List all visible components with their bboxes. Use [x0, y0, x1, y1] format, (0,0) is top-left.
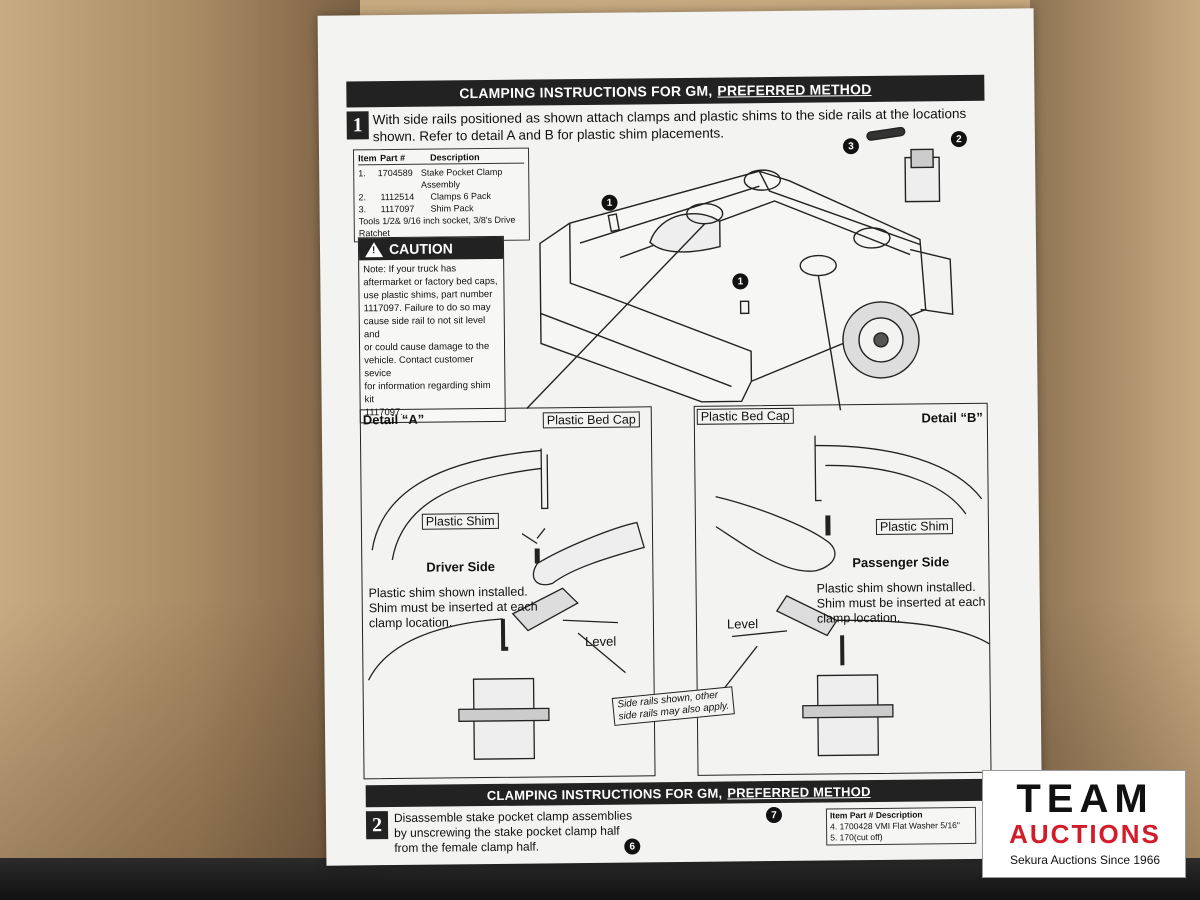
step2-instructions-line2: by unscrewing the stake pocket clamp hal… [394, 823, 620, 841]
cardboard-background-right [1030, 0, 1200, 900]
step2-banner-underlined: PREFERRED METHOD [727, 783, 871, 801]
detail-a-bed-cap-label: Plastic Bed Cap [542, 411, 640, 429]
callout-2: 2 [950, 130, 967, 148]
detail-a-note-line3: clamp location. [368, 615, 453, 631]
detail-b-note: Plastic shim shown installed. Shim must … [817, 580, 986, 627]
detail-b-shim-label: Plastic Shim [875, 518, 953, 535]
step2-instructions-line3: from the female clamp half. [394, 839, 540, 856]
detail-b-bed-cap-label: Plastic Bed Cap [696, 407, 794, 425]
callout-7: 7 [765, 806, 783, 824]
detail-a-note: Plastic shim shown installed. Shim must … [369, 585, 538, 632]
detail-b-note-line1: Plastic shim shown installed. [816, 579, 976, 596]
step2-parts-table: Item Part # Description 4. 1700428 VMI F… [825, 806, 977, 846]
logo-line2: AUCTIONS [1009, 819, 1161, 849]
logo-line1: TEAM [1016, 777, 1154, 821]
detail-a-drawing [367, 448, 645, 760]
detail-b-drawing [715, 435, 990, 757]
step2-table-row: 5. 170(cut off) [830, 831, 883, 843]
truck-bed-illustration [526, 126, 954, 416]
detail-b-side-label: Passenger Side [852, 554, 950, 571]
detail-a-frame: Detail “A” Plastic Bed Cap Plastic Shim … [359, 406, 656, 780]
detail-a-side-label: Driver Side [426, 558, 496, 575]
step2-instructions: Disassemble stake pocket clamp assemblie… [394, 809, 633, 856]
callout-1: 1 [732, 273, 749, 290]
detail-b-level-label: Level [726, 616, 759, 632]
detail-b-frame: Detail “B” Plastic Bed Cap Plastic Shim … [693, 402, 992, 776]
step2-number: 2 [365, 811, 389, 840]
step2-banner: CLAMPING INSTRUCTIONS FOR GM, PREFERRED … [365, 778, 992, 808]
step2-banner-title: CLAMPING INSTRUCTIONS FOR GM, [486, 785, 723, 803]
callout-3: 3 [842, 138, 860, 155]
detail-b-title: Detail “B” [921, 409, 983, 426]
cardboard-background-left [0, 0, 360, 900]
instruction-sheet: CLAMPING INSTRUCTIONS FOR GM, PREFERRED … [317, 8, 1043, 866]
detail-b-note-line3: clamp location. [816, 610, 901, 626]
detail-a-title: Detail “A” [362, 411, 425, 428]
step2-table-row: 4. 1700428 VMI Flat Washer 5/16" [830, 820, 960, 832]
detail-a-note-line2: Shim must be inserted at each [368, 599, 538, 616]
detail-a-shim-label: Plastic Shim [421, 512, 499, 530]
logo-line3: Sekura Auctions Since 1966 [1009, 853, 1161, 867]
callout-1: 1 [601, 194, 618, 211]
detail-a-level-label: Level [585, 633, 617, 650]
team-auctions-logo: TEAM AUCTIONS Sekura Auctions Since 1966 [982, 770, 1186, 878]
callout-6: 6 [624, 838, 641, 855]
detail-a-note-line1: Plastic shim shown installed. [368, 584, 528, 601]
detail-b-note-line2: Shim must be inserted at each [816, 594, 986, 611]
